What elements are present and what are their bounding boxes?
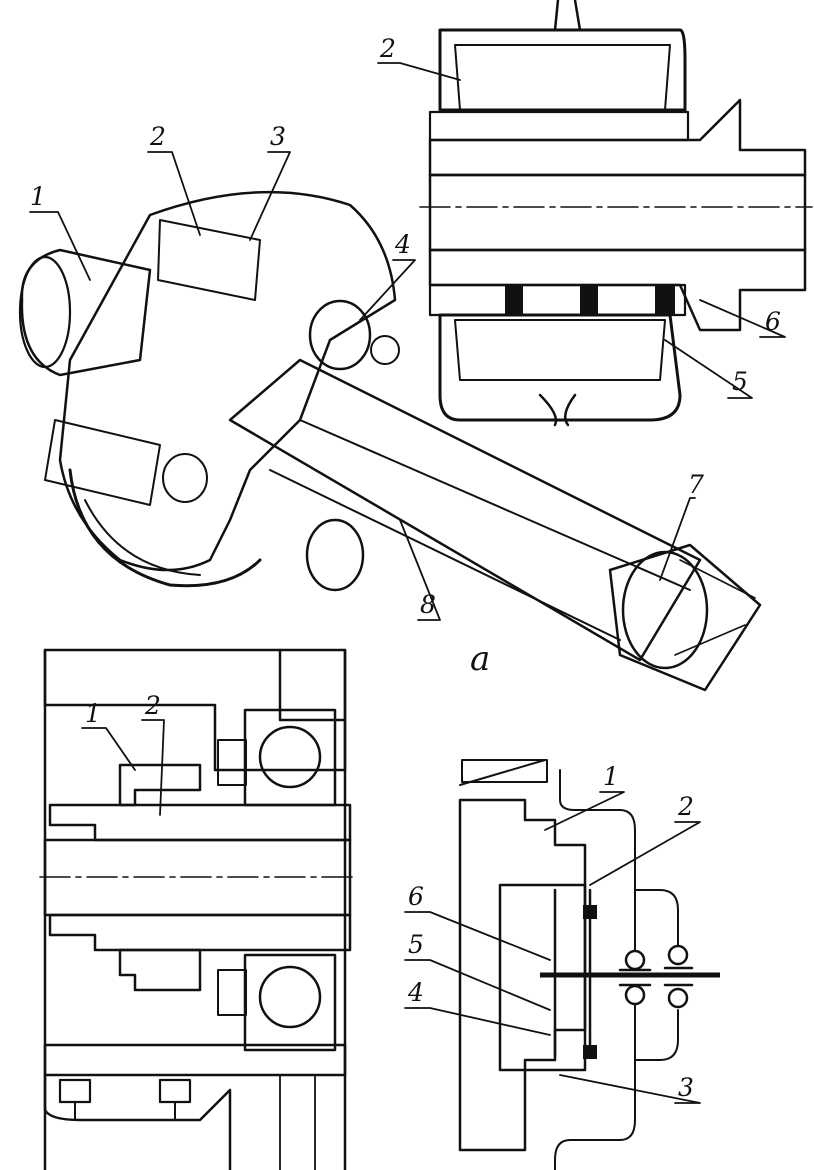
- rubber-bushing-top: [157, 219, 261, 301]
- label-br-1: 1: [603, 762, 619, 791]
- leader-lines: [29, 62, 786, 1104]
- label-a-4: 4: [394, 230, 411, 259]
- shaft-tube: [608, 543, 762, 692]
- label-br-4: 4: [407, 978, 424, 1007]
- label-inset-6: 6: [765, 307, 781, 336]
- label-a-8: 8: [420, 590, 436, 619]
- label-a-1: 1: [30, 182, 46, 211]
- bushing-outer-eye: [438, 28, 687, 112]
- cutaway-coupling-view: [18, 190, 762, 692]
- label-inset-5: 5: [732, 367, 748, 396]
- ball-bearing-top: [243, 708, 337, 807]
- rubber-bushing-bottom: [44, 419, 161, 506]
- bushing-bore: [428, 173, 807, 252]
- label-a-7: 7: [688, 470, 704, 499]
- label-br-3: 3: [678, 1073, 694, 1102]
- figure-caption: a: [470, 639, 490, 679]
- schematic-view: [458, 759, 720, 1170]
- label-br-2: 2: [677, 792, 694, 821]
- ball-bearing-bottom: [243, 953, 337, 1052]
- label-a-2: 2: [149, 122, 166, 151]
- label-br-6: 6: [408, 882, 424, 911]
- label-bl-1: 1: [85, 699, 101, 728]
- bushing-section-inset: [419, 0, 813, 427]
- label-inset-2: 2: [379, 34, 396, 63]
- bolt-head: [308, 299, 372, 371]
- label-br-5: 5: [408, 930, 424, 959]
- axial-section-view: [39, 648, 353, 1170]
- label-bl-2: 2: [144, 691, 161, 720]
- left-shaft-end: [20, 248, 152, 377]
- splined-shaft: [228, 358, 702, 662]
- label-a-3: 3: [270, 122, 286, 151]
